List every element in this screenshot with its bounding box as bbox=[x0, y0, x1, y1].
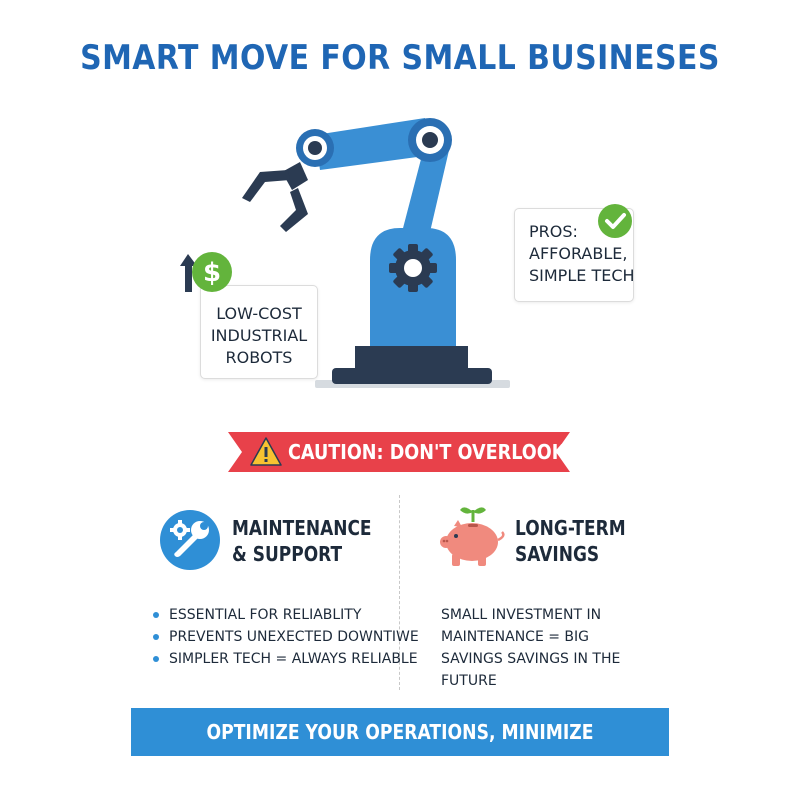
savings-text: SMALL INVESTMENT IN MAINTENANCE = BIG SA… bbox=[441, 607, 621, 689]
maintenance-bullet-list: ESSENTIAL FOR RELIABLITY PREVENTS UNEXEC… bbox=[153, 604, 419, 670]
piggy-bank-sprout-icon bbox=[440, 507, 505, 566]
section-divider bbox=[399, 495, 400, 690]
dollar-up-arrow-icon: $ bbox=[180, 252, 232, 292]
maintenance-title: MAINTENANCE & SUPPORT bbox=[232, 515, 372, 567]
bullet-icon bbox=[153, 656, 159, 662]
wrench-gear-icon bbox=[160, 510, 220, 570]
footer-label: OPTIMIZE YOUR OPERATIONS, MINIMIZE DOWIT… bbox=[206, 720, 594, 792]
savings-title: LONG-TERM SAVINGS bbox=[515, 515, 626, 567]
robot-arm-icon bbox=[242, 118, 510, 388]
svg-text:$: $ bbox=[203, 258, 221, 288]
maintenance-title-line2: & SUPPORT bbox=[232, 542, 343, 566]
maintenance-title-line1: MAINTENANCE bbox=[232, 516, 372, 540]
warning-icon bbox=[250, 437, 282, 466]
bullet-icon bbox=[153, 612, 159, 618]
pros-label: PROS: AFFORABLE, SIMPLE TECH bbox=[529, 222, 635, 285]
page-title: SMART MOVE FOR SMALL BUSINESES bbox=[80, 38, 720, 78]
savings-title-line1: LONG-TERM bbox=[515, 516, 626, 540]
checkmark-icon bbox=[598, 204, 632, 238]
bullet-icon bbox=[153, 634, 159, 640]
list-item: ESSENTIAL FOR RELIABLITY bbox=[153, 604, 419, 626]
caution-banner bbox=[228, 432, 570, 472]
savings-title-line2: SAVINGS bbox=[515, 542, 600, 566]
low-cost-robots-label: LOW-COST INDUSTRIAL ROBOTS bbox=[210, 304, 308, 367]
list-item: PREVENTS UNEXECTED DOWNTIWE bbox=[153, 626, 419, 648]
list-item: SIMPLER TECH = ALWAYS RELIABLE bbox=[153, 648, 419, 670]
footer-banner: OPTIMIZE YOUR OPERATIONS, MINIMIZE DOWIT… bbox=[131, 708, 669, 792]
low-cost-robots-card: LOW-COST INDUSTRIAL ROBOTS bbox=[200, 285, 318, 379]
caution-label: CAUTION: DON'T OVERLOOK! bbox=[288, 440, 574, 464]
